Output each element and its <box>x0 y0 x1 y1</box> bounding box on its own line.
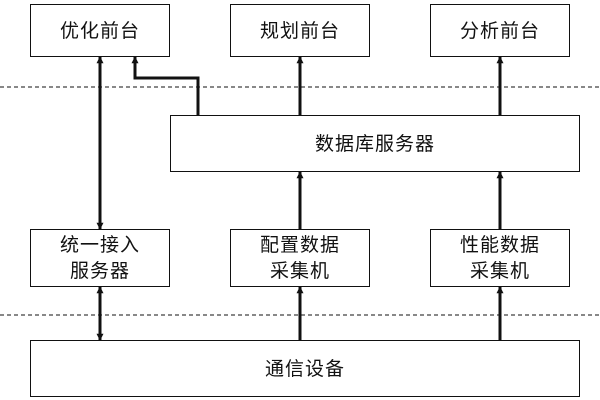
communication-equipment-box: 通信设备 <box>30 340 580 397</box>
database-server-box: 数据库服务器 <box>170 115 580 172</box>
planning-frontend-label: 规划前台 <box>259 19 340 42</box>
analysis-frontend-box: 分析前台 <box>430 4 570 57</box>
database-server-label: 数据库服务器 <box>314 132 435 155</box>
analysis-frontend-label: 分析前台 <box>459 19 540 42</box>
unified-access-server-box: 统一接入 服务器 <box>30 229 170 287</box>
arrow-db-opt <box>131 56 200 115</box>
optimization-frontend-label: 优化前台 <box>59 19 140 42</box>
communication-equipment-label: 通信设备 <box>264 357 345 380</box>
performance-collector-label: 性能数据 采集机 <box>459 234 540 282</box>
planning-frontend-box: 规划前台 <box>230 4 370 57</box>
optimization-frontend-box: 优化前台 <box>30 4 170 57</box>
unified-access-server-label: 统一接入 服务器 <box>59 234 140 282</box>
performance-collector-box: 性能数据 采集机 <box>430 229 570 287</box>
config-collector-label: 配置数据 采集机 <box>259 234 340 282</box>
config-collector-box: 配置数据 采集机 <box>230 229 370 287</box>
